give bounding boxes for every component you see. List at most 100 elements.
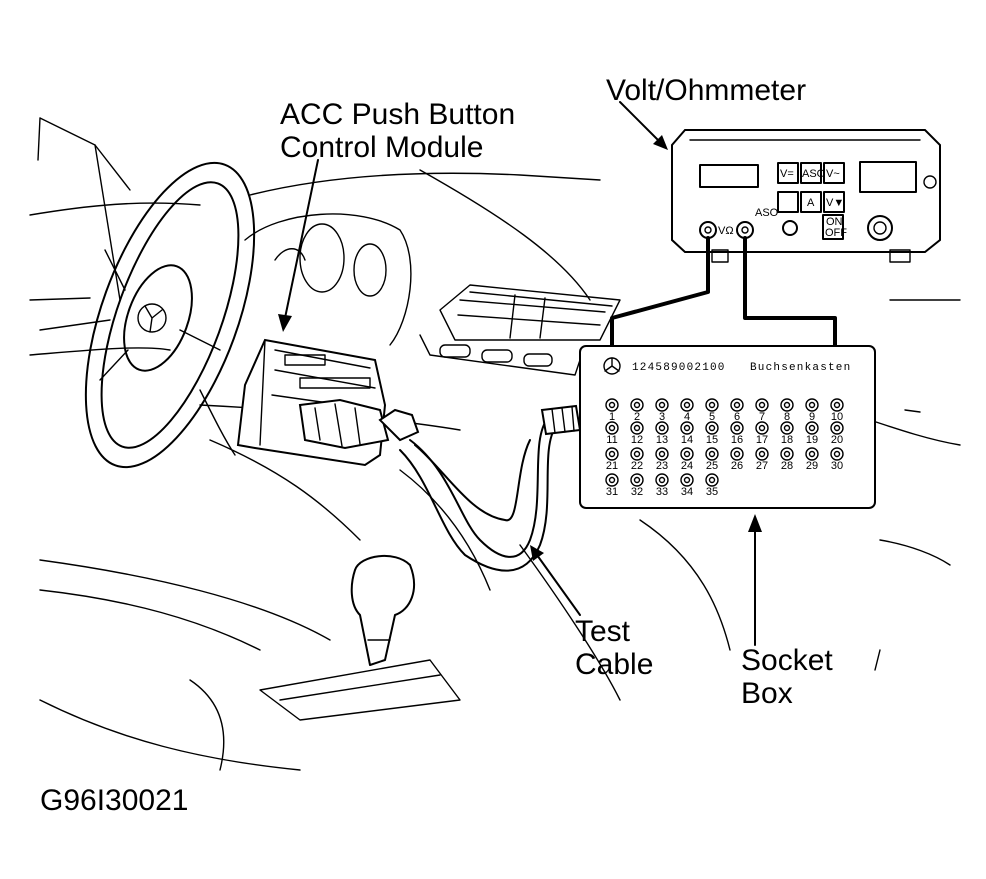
socket-19[interactable]: [805, 421, 819, 435]
socket-26[interactable]: [730, 447, 744, 461]
socket-label-13: 13: [656, 434, 668, 446]
socket-35-pin: [708, 476, 716, 484]
socket-5-pin: [708, 401, 716, 409]
socket-label-33: 33: [656, 486, 668, 498]
socket-29[interactable]: [805, 447, 819, 461]
socket-32-pin: [633, 476, 641, 484]
port-v-ohm-label: VΩ: [718, 225, 734, 237]
socket-23-pin: [658, 450, 666, 458]
socket-label-23: 23: [656, 460, 668, 472]
socket-21[interactable]: [605, 447, 619, 461]
test-cable: [399, 404, 582, 572]
socket-label-28: 28: [781, 460, 793, 472]
socket-4-pin: [683, 401, 691, 409]
socket-1[interactable]: [605, 398, 619, 412]
socket-label-32: 32: [631, 486, 643, 498]
socket-31-pin: [608, 476, 616, 484]
socket-31[interactable]: [605, 473, 619, 487]
socket-3[interactable]: [655, 398, 669, 412]
socket-12[interactable]: [630, 421, 644, 435]
socket-8[interactable]: [780, 398, 794, 412]
socket-label-35: 35: [706, 486, 718, 498]
key-ampere[interactable]: A: [807, 197, 815, 209]
socket-27[interactable]: [755, 447, 769, 461]
socket-30[interactable]: [830, 447, 844, 461]
power-switch[interactable]: [822, 214, 844, 240]
socket-15[interactable]: [705, 421, 719, 435]
socket-28[interactable]: [780, 447, 794, 461]
label-socket-box-line2: Box: [741, 677, 793, 710]
socket-25[interactable]: [705, 447, 719, 461]
socket-1-pin: [608, 401, 616, 409]
socket-22-pin: [633, 450, 641, 458]
key-v-dc[interactable]: V=: [780, 168, 794, 180]
volt-ohmmeter-device: V= ASO V~ A V▼ VΩ ASO ON OFF: [671, 129, 941, 263]
socket-label-30: 30: [831, 460, 843, 472]
key-v-ac[interactable]: V~: [826, 168, 840, 180]
socket-22[interactable]: [630, 447, 644, 461]
socket-label-14: 14: [681, 434, 693, 446]
socket-9-pin: [808, 401, 816, 409]
socket-9[interactable]: [805, 398, 819, 412]
socket-16[interactable]: [730, 421, 744, 435]
meter-display-right: [859, 161, 917, 193]
socket-6[interactable]: [730, 398, 744, 412]
label-volt-ohmmeter: Volt/Ohmmeter: [606, 74, 806, 107]
label-acc-line2: Control Module: [280, 131, 483, 164]
socket-label-17: 17: [756, 434, 768, 446]
socket-20[interactable]: [830, 421, 844, 435]
socket-35[interactable]: [705, 473, 719, 487]
car-interior-drawing: [29, 117, 961, 771]
socket-label-9: 9: [809, 411, 815, 423]
key-aso[interactable]: ASO: [802, 168, 826, 180]
socket-10-pin: [833, 401, 841, 409]
socket-7[interactable]: [755, 398, 769, 412]
socket-7-pin: [758, 401, 766, 409]
socket-13[interactable]: [655, 421, 669, 435]
socket-17-pin: [758, 424, 766, 432]
socket-11-pin: [608, 424, 616, 432]
label-test-cable-line2: Cable: [575, 648, 653, 681]
socket-21-pin: [608, 450, 616, 458]
key-v-diode[interactable]: V▼: [826, 197, 844, 209]
socket-34[interactable]: [680, 473, 694, 487]
socket-11[interactable]: [605, 421, 619, 435]
socket-14[interactable]: [680, 421, 694, 435]
label-acc-line1: ACC Push Button: [280, 98, 515, 131]
socket-32[interactable]: [630, 473, 644, 487]
socket-label-11: 11: [606, 434, 617, 446]
socket-33[interactable]: [655, 473, 669, 487]
socket-24[interactable]: [680, 447, 694, 461]
socket-label-5: 5: [709, 411, 715, 423]
socket-box-part-number: 124589002100: [632, 362, 726, 374]
socket-20-pin: [833, 424, 841, 432]
socket-18-pin: [783, 424, 791, 432]
label-socket-box-line1: Socket: [741, 644, 833, 677]
socket-2[interactable]: [630, 398, 644, 412]
svg-text:ON: ON: [826, 216, 843, 228]
socket-18[interactable]: [780, 421, 794, 435]
socket-label-20: 20: [831, 434, 843, 446]
socket-label-21: 21: [606, 460, 618, 472]
socket-label-15: 15: [706, 434, 718, 446]
socket-5[interactable]: [705, 398, 719, 412]
socket-16-pin: [733, 424, 741, 432]
socket-label-16: 16: [731, 434, 743, 446]
socket-17[interactable]: [755, 421, 769, 435]
socket-box-name: Buchsenkasten: [750, 362, 851, 374]
socket-3-pin: [658, 401, 666, 409]
socket-25-pin: [708, 450, 716, 458]
meter-display-left: [699, 164, 759, 188]
socket-26-pin: [733, 450, 741, 458]
socket-4[interactable]: [680, 398, 694, 412]
socket-label-7: 7: [759, 411, 765, 423]
socket-label-4: 4: [684, 411, 690, 423]
socket-15-pin: [708, 424, 716, 432]
socket-label-12: 12: [631, 434, 643, 446]
socket-23[interactable]: [655, 447, 669, 461]
socket-10[interactable]: [830, 398, 844, 412]
socket-30-pin: [833, 450, 841, 458]
aso-label: ASO: [755, 207, 779, 219]
